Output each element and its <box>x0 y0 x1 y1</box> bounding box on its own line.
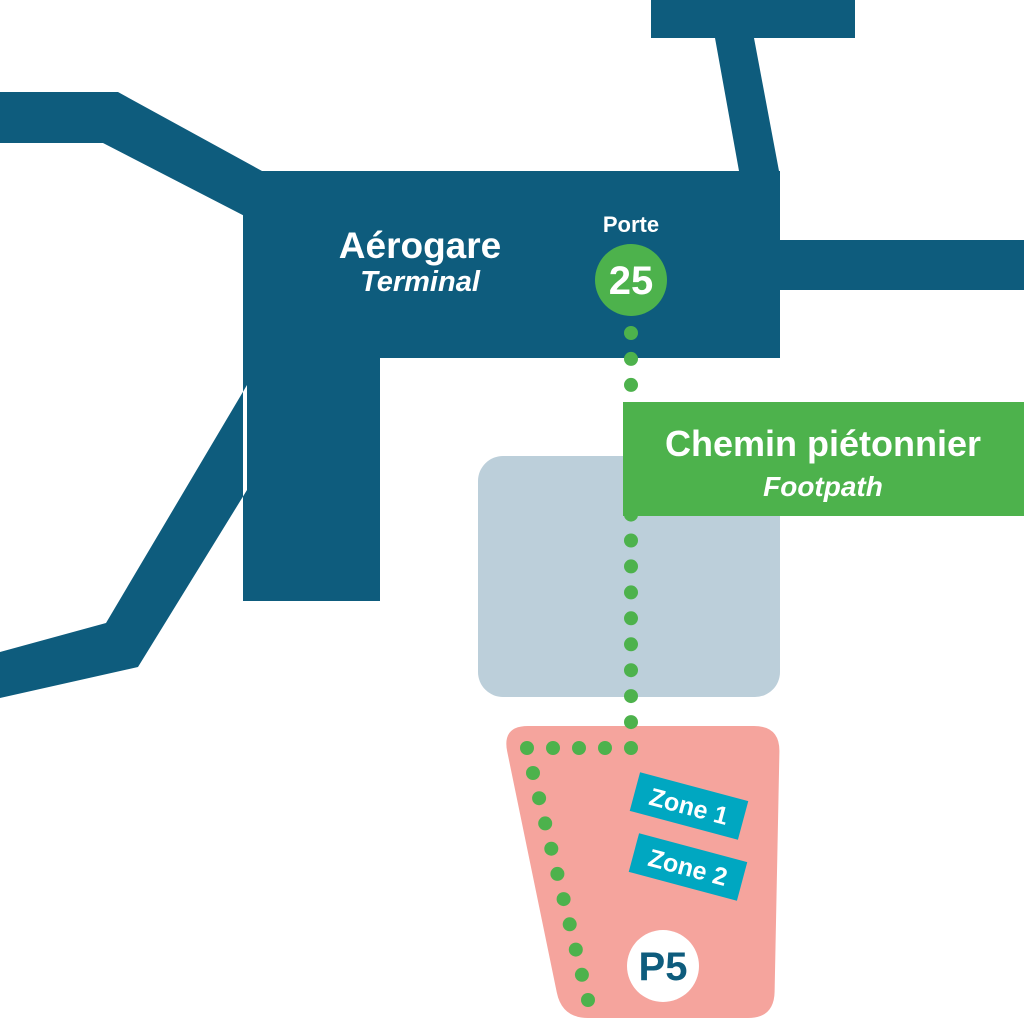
footpath-dot <box>624 689 638 704</box>
footpath-dot <box>624 741 638 755</box>
terminal-label-fr: Aérogare <box>339 225 501 266</box>
footpath-dot <box>532 791 547 806</box>
footpath-dot <box>574 967 589 982</box>
footpath-banner: Chemin piétonnier Footpath <box>623 402 1024 516</box>
footpath-dot <box>526 766 540 780</box>
footpath-dot <box>581 993 595 1007</box>
footpath-dot <box>520 741 534 755</box>
terminal-building-shape <box>0 0 1024 698</box>
footpath-dot <box>624 715 638 730</box>
gate-marker: Porte 25 <box>595 212 667 316</box>
footpath-dot <box>544 841 559 856</box>
gate-circle <box>595 244 667 316</box>
footpath-dot <box>598 741 612 755</box>
footpath-dot <box>624 611 638 626</box>
footpath-dot <box>562 917 577 932</box>
footpath-dot <box>624 377 638 392</box>
zone-1-tag-background <box>629 772 749 840</box>
footpath-dot <box>572 741 586 755</box>
parking-badge-circle <box>627 930 699 1002</box>
footpath-dot <box>624 326 638 340</box>
footpath-dot <box>624 559 638 574</box>
footpath-dot <box>624 637 638 652</box>
footpath-dot <box>624 585 638 600</box>
footpath-dot <box>624 533 638 548</box>
footpath-dot <box>550 866 565 881</box>
footpath-dot <box>568 942 583 957</box>
footpath-banner-label-fr: Chemin piétonnier <box>665 423 981 464</box>
parking-badge-label: P5 <box>639 945 688 989</box>
footpath-dot <box>556 892 571 907</box>
footpath-dot <box>546 741 560 755</box>
gate-number: 25 <box>609 259 654 303</box>
terminal-label-en: Terminal <box>360 266 481 298</box>
footpath-banner-label-en: Footpath <box>763 471 883 502</box>
zone-2-tag-background <box>628 833 748 901</box>
building-block <box>478 456 780 697</box>
footpath-banner-background <box>623 402 1024 516</box>
gate-label: Porte <box>603 212 659 237</box>
footpath-dot <box>624 351 638 366</box>
footpath-dot <box>538 816 553 831</box>
footpath-dot <box>624 663 638 678</box>
parking-badge: P5 <box>627 930 699 1002</box>
